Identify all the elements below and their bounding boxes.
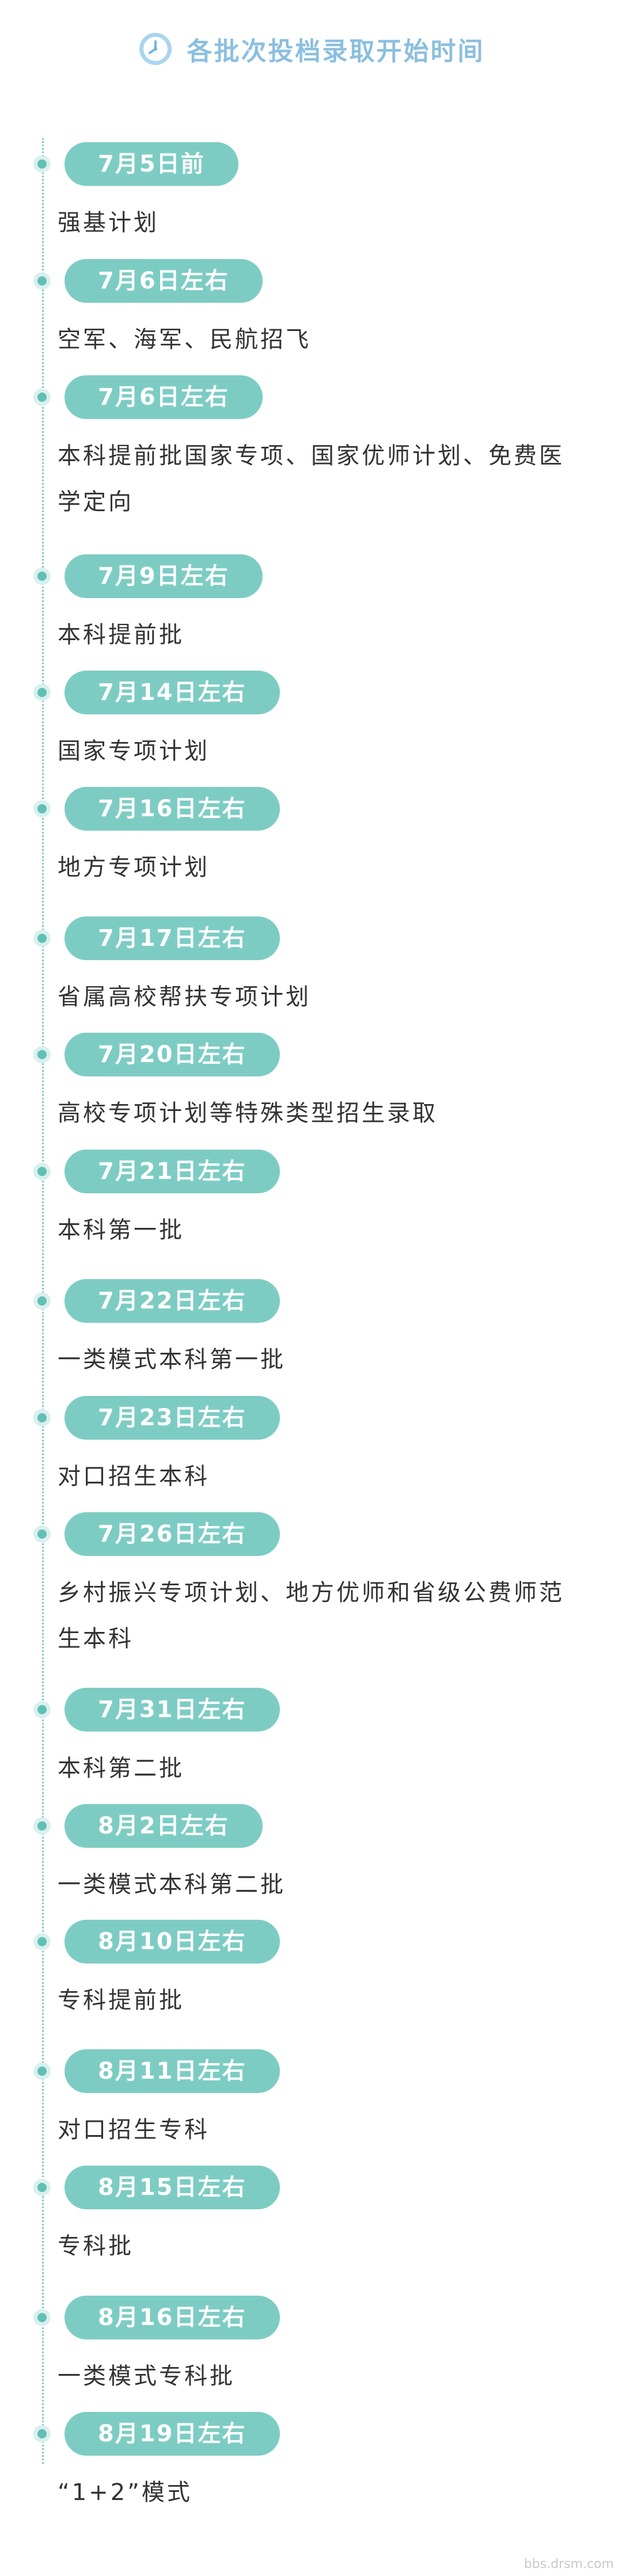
- clock-icon: [139, 33, 172, 65]
- timeline-dot: [33, 1525, 51, 1543]
- date-pill: 7月31日左右: [65, 1688, 280, 1732]
- event-description: 对口招生专科: [58, 2117, 210, 2143]
- timeline-dot: [33, 800, 51, 817]
- event-description: 乡村振兴专项计划、地方优师和省级公费师范生本科: [58, 1580, 564, 1652]
- event-description: 一类模式本科第一批: [58, 1346, 286, 1373]
- date-pill: 8月16日左右: [65, 2296, 280, 2339]
- timeline-dot: [33, 2425, 51, 2442]
- timeline-dot: [33, 272, 51, 290]
- timeline-dot: [33, 1701, 51, 1718]
- date-pill: 7月5日前: [65, 142, 238, 186]
- watermark: bbs.drsm.com: [524, 2557, 614, 2571]
- timeline-dot: [33, 1046, 51, 1063]
- date-pill: 8月2日左右: [65, 1804, 263, 1848]
- event-description: 专科提前批: [58, 1987, 184, 2014]
- event-description: 本科第一批: [58, 1217, 184, 1243]
- event-description: 省属高校帮扶专项计划: [58, 984, 311, 1010]
- timeline-dot: [33, 1292, 51, 1310]
- event-description: 地方专项计划: [58, 854, 210, 881]
- date-pill: 7月16日左右: [65, 787, 280, 831]
- date-pill: 7月21日左右: [65, 1150, 280, 1193]
- timeline-dot: [33, 1817, 51, 1835]
- timeline-dot: [33, 155, 51, 173]
- event-description: 专科批: [58, 2233, 134, 2259]
- timeline-dot: [33, 568, 51, 585]
- timeline-dot: [33, 1409, 51, 1426]
- timeline-dot: [33, 1933, 51, 1950]
- event-description: 强基计划: [58, 210, 159, 236]
- date-pill: 8月11日左右: [65, 2049, 280, 2093]
- event-description: 一类模式专科批: [58, 2363, 235, 2389]
- date-pill: 7月17日左右: [65, 916, 280, 960]
- date-pill: 7月14日左右: [65, 671, 280, 714]
- date-pill: 7月6日左右: [65, 375, 263, 419]
- date-pill: 8月15日左右: [65, 2166, 280, 2209]
- event-description: 一类模式本科第二批: [58, 1871, 286, 1898]
- date-pill: 7月23日左右: [65, 1396, 280, 1440]
- date-pill: 8月10日左右: [65, 1920, 280, 1964]
- event-description: 本科提前批: [58, 622, 184, 648]
- event-description: 高校专项计划等特殊类型招生录取: [58, 1100, 438, 1127]
- page-title: 各批次投档录取开始时间: [187, 37, 485, 66]
- event-description: 空军、海军、民航招飞: [58, 326, 311, 353]
- event-description: 对口招生本科: [58, 1463, 210, 1490]
- date-pill: 8月19日左右: [65, 2412, 280, 2456]
- date-pill: 7月6日左右: [65, 259, 263, 303]
- event-description: 本科提前批国家专项、国家优师计划、免费医学定向: [58, 443, 564, 515]
- date-pill: 7月20日左右: [65, 1033, 280, 1076]
- date-pill: 7月22日左右: [65, 1279, 280, 1323]
- date-pill: 7月26日左右: [65, 1512, 280, 1556]
- timeline-dot: [33, 389, 51, 406]
- timeline-dot: [33, 1163, 51, 1180]
- timeline-dot: [33, 2309, 51, 2326]
- timeline-dot: [33, 684, 51, 701]
- timeline-dot: [33, 2063, 51, 2080]
- event-description: 本科第二批: [58, 1755, 184, 1782]
- event-description: “1+2”模式: [58, 2479, 192, 2506]
- timeline-dot: [33, 930, 51, 947]
- date-pill: 7月9日左右: [65, 554, 263, 598]
- event-description: 国家专项计划: [58, 738, 210, 764]
- timeline-dot: [33, 2179, 51, 2196]
- page-header: 各批次投档录取开始时间: [0, 26, 622, 72]
